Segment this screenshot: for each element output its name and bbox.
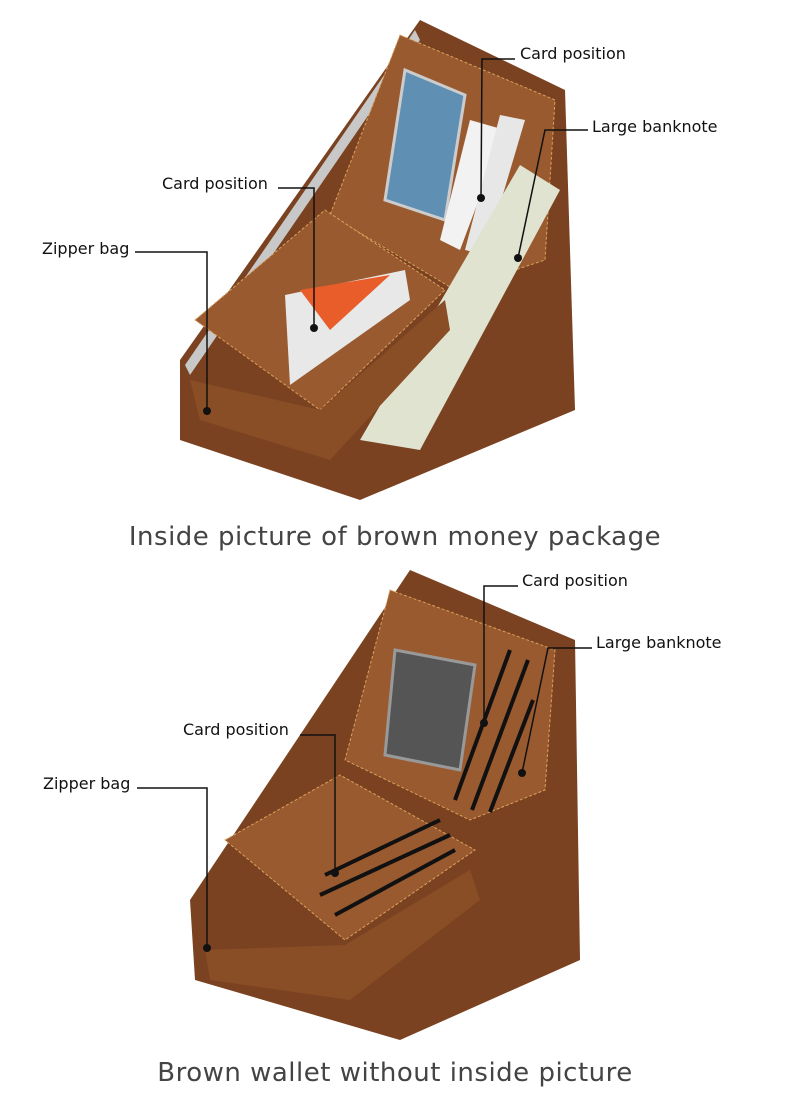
label-large-banknote: Large banknote — [592, 117, 718, 136]
empty-wallet-image — [190, 570, 580, 1040]
bottom-caption: Brown wallet without inside picture — [157, 1058, 633, 1088]
label-card-position-left: Card position — [183, 720, 289, 739]
callout-lines — [135, 58, 592, 948]
wallet-with-contents-image — [180, 20, 575, 500]
label-card-position-right: Card position — [522, 571, 628, 590]
label-zipper-bag: Zipper bag — [42, 239, 130, 258]
label-card-position-left: Card position — [162, 174, 268, 193]
label-zipper-bag: Zipper bag — [43, 774, 131, 793]
top-caption: Inside picture of brown money package — [128, 522, 662, 552]
label-large-banknote: Large banknote — [596, 633, 722, 652]
label-card-position-right: Card position — [520, 44, 626, 63]
callout-dots — [203, 194, 526, 952]
